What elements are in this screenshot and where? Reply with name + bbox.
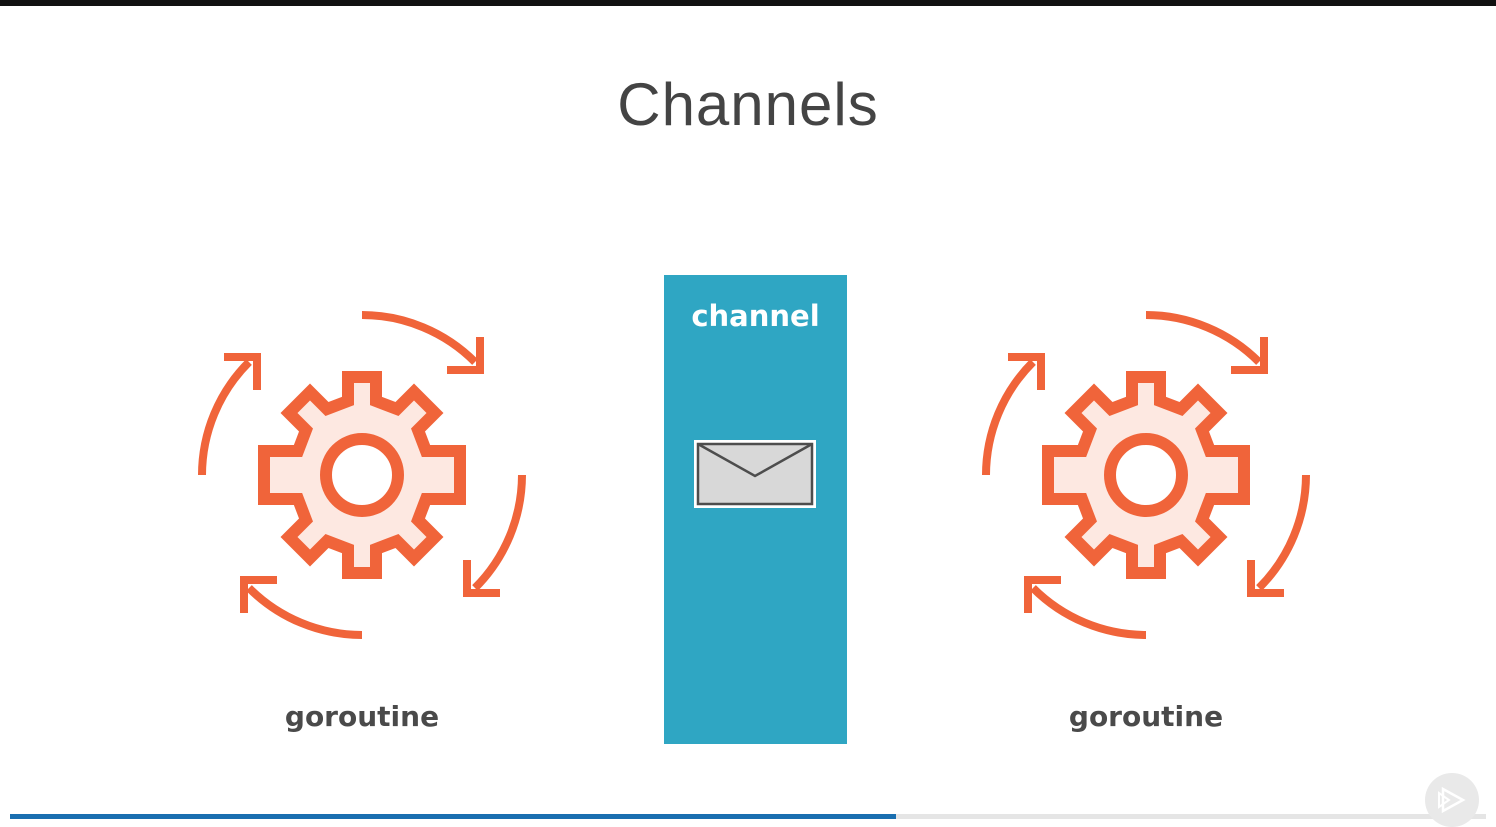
goroutine-right-label: goroutine — [1068, 700, 1224, 733]
goroutine-left-gear-icon — [192, 305, 532, 645]
channel-box: channel — [664, 275, 847, 744]
slide-title: Channels — [617, 71, 879, 138]
play-logo-button[interactable] — [1425, 773, 1479, 827]
goroutine-left-label: goroutine — [284, 700, 440, 733]
video-progress-fill — [10, 814, 896, 819]
play-logo-icon — [1438, 786, 1466, 814]
video-progress-bar[interactable] — [10, 814, 1486, 819]
channel-label: channel — [691, 299, 820, 333]
top-bar — [0, 0, 1496, 6]
envelope-icon — [694, 440, 816, 508]
goroutine-right-gear-icon — [976, 305, 1316, 645]
